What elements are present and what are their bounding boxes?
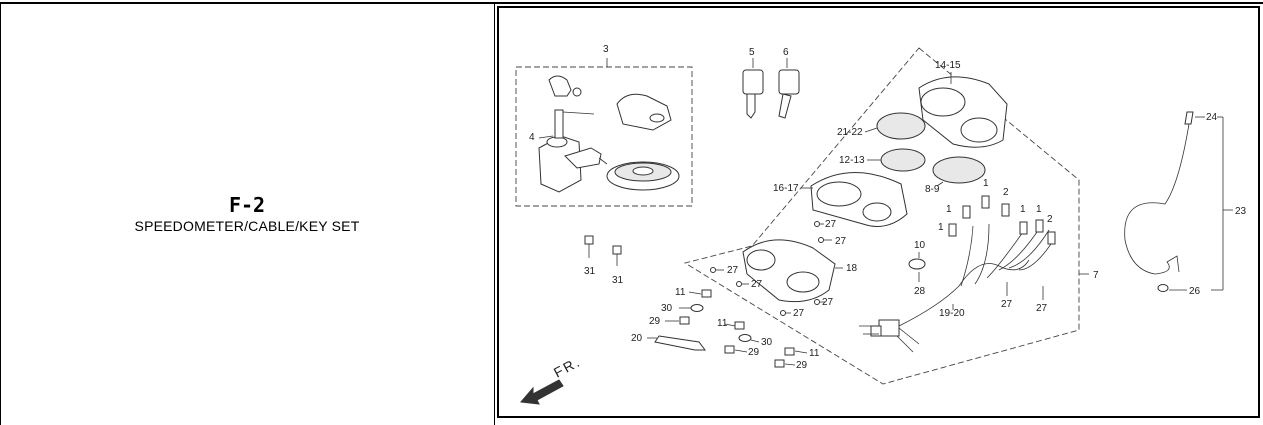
- callout-20: 20: [631, 333, 643, 344]
- callout-2-a: 2: [1003, 187, 1009, 198]
- callout-31-b: 31: [612, 275, 624, 286]
- callout-14-15: 14-15: [935, 60, 961, 71]
- callout-29-b: 29: [748, 347, 760, 358]
- meter-assembly-group-box: [683, 47, 1080, 385]
- callout-12-13: 12-13: [839, 155, 865, 166]
- fuel-cap-part: [606, 161, 680, 191]
- callout-10: 10: [914, 240, 926, 251]
- wire-harness-part: [859, 223, 1052, 353]
- section-code: F-2: [228, 193, 266, 217]
- callout-27-c: 27: [727, 265, 739, 276]
- callout-30-a: 30: [661, 303, 673, 314]
- callout-18: 18: [846, 263, 858, 274]
- ignition-switch-part: [538, 109, 608, 193]
- callout-27-g: 27: [1001, 299, 1013, 310]
- callout-11-b: 11: [717, 318, 728, 329]
- callout-29-c: 29: [796, 360, 808, 371]
- key-5-part: [742, 69, 764, 119]
- callout-4: 4: [529, 132, 535, 143]
- parts-diagram-svg: 3 4 5 6 7 14-1: [515, 44, 1247, 405]
- callout-21-22: 21-22: [837, 127, 863, 138]
- clamp-part: [908, 258, 926, 270]
- bolts-31: [584, 235, 622, 266]
- bulb-sockets: [948, 195, 1056, 245]
- callout-27-f: 27: [793, 308, 805, 319]
- front-direction-arrow-icon: [520, 379, 564, 405]
- page-left-border: [0, 2, 1, 425]
- section-label: F-2 SPEEDOMETER/CABLE/KEY SET: [0, 193, 494, 235]
- callout-2-b: 2: [1047, 214, 1053, 225]
- callout-30-b: 30: [761, 337, 773, 348]
- key-cylinder-part: [548, 75, 582, 97]
- dial-face-part: [880, 148, 926, 172]
- callout-24: 24: [1206, 112, 1218, 123]
- callout-11-a: 11: [675, 287, 686, 298]
- callout-27-h: 27: [1036, 303, 1048, 314]
- meter-lens-part: [918, 76, 1008, 148]
- callout-16-17: 16-17: [773, 183, 799, 194]
- callout-1-c: 1: [938, 222, 944, 233]
- callout-11-c: 11: [809, 348, 820, 359]
- callout-8-9: 8-9: [925, 184, 940, 195]
- column-divider: [494, 2, 495, 425]
- callout-27-b: 27: [835, 236, 847, 247]
- speedometer-cable-part: [1124, 111, 1194, 292]
- meter-case-part: [810, 172, 908, 227]
- callout-5: 5: [749, 47, 755, 58]
- callout-27-a: 27: [825, 219, 837, 230]
- callout-6: 6: [783, 47, 789, 58]
- section-title: SPEEDOMETER/CABLE/KEY SET: [134, 218, 360, 234]
- seat-lock-part: [616, 93, 672, 131]
- meter-screws: [710, 221, 832, 316]
- callout-7: 7: [1093, 270, 1099, 281]
- callout-28: 28: [914, 286, 926, 297]
- callout-27-d: 27: [751, 279, 763, 290]
- callout-1-d: 1: [1020, 204, 1026, 215]
- callout-1-b: 1: [946, 204, 952, 215]
- fasteners: [679, 289, 795, 368]
- tacho-dial-part: [932, 156, 986, 184]
- callout-31-a: 31: [584, 266, 596, 277]
- callout-29-a: 29: [649, 316, 661, 327]
- callout-23: 23: [1235, 206, 1247, 217]
- bracket-part: [654, 335, 706, 351]
- callout-1-e: 1: [1036, 204, 1042, 215]
- front-direction-label: FR.: [551, 353, 584, 381]
- callout-1-a: 1: [983, 178, 989, 189]
- callout-27-e: 27: [822, 297, 834, 308]
- meter-lower-case-part: [742, 239, 836, 303]
- exploded-parts-diagram: 3 4 5 6 7 14-1: [497, 6, 1260, 418]
- callout-26: 26: [1189, 286, 1201, 297]
- key-set-group-box: [515, 66, 693, 207]
- key-6-part: [778, 69, 800, 119]
- callout-19-20: 19-20: [939, 308, 965, 319]
- callout-3: 3: [603, 44, 609, 55]
- page-top-border: [0, 2, 1263, 4]
- dial-plate-part: [876, 112, 926, 140]
